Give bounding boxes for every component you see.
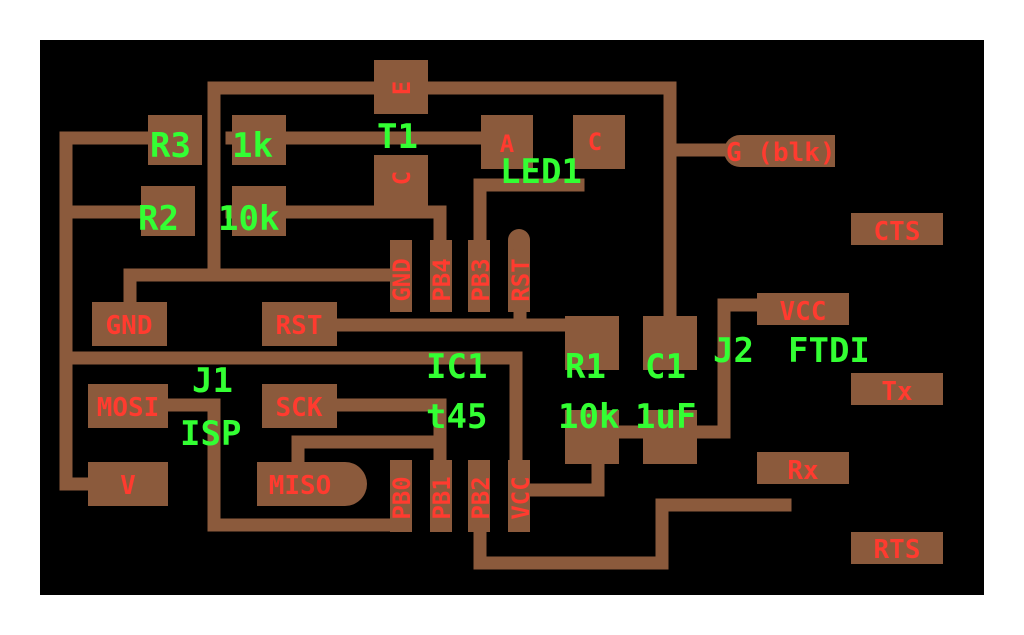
label-ic-pb4: PB4 — [428, 258, 456, 301]
pad-r3-right — [232, 115, 286, 165]
label-ic-pb1: PB1 — [428, 476, 456, 519]
silk-c1-value: 1uF — [635, 397, 696, 437]
pad-tx — [851, 373, 943, 405]
trace-gnd-top — [207, 81, 677, 282]
pad-r1-top — [565, 316, 619, 370]
label-tx: Tx — [881, 377, 912, 407]
pad-t1-c — [374, 155, 428, 209]
pad-r2-right — [232, 186, 286, 236]
label-ic-pb2: PB2 — [467, 476, 495, 519]
silk-j1-type: ISP — [180, 414, 241, 454]
label-rst-header: RST — [276, 311, 323, 341]
pad-rst-header — [262, 302, 337, 346]
pad-ic-pb4 — [430, 240, 452, 312]
label-v: V — [120, 471, 136, 501]
label-led-a: A — [500, 130, 515, 158]
pad-t1-e — [374, 60, 428, 114]
label-t1-e: E — [388, 81, 416, 95]
pad-ic-rst-cap — [508, 229, 530, 251]
pad-ftdi-gnd — [740, 135, 835, 167]
pad-ic-rst — [508, 240, 530, 312]
label-rts: RTS — [874, 535, 921, 565]
pad-ic-pb2 — [468, 460, 490, 532]
pad-v — [88, 462, 168, 506]
pad-labels: GND RST MOSI SCK MISO V G (blk) CTS VCC … — [97, 81, 921, 565]
label-led-c: C — [588, 128, 602, 156]
label-rx: Rx — [787, 456, 818, 486]
pad-c1-bottom — [643, 410, 697, 464]
silk-r2-value: 10k — [218, 199, 279, 239]
pad-led-c — [573, 115, 625, 169]
pad-vcc — [757, 293, 849, 325]
trace-rx — [473, 493, 792, 570]
pad-sck — [262, 384, 337, 428]
label-gnd-header: GND — [106, 311, 153, 341]
pads — [88, 60, 943, 564]
pad-ic-pb0 — [390, 460, 412, 532]
silk-j2: J2 — [713, 331, 754, 371]
silk-labels: R3 1k R2 10k T1 LED1 IC1 t45 J1 ISP R1 1… — [138, 117, 870, 454]
label-ftdi-gnd: G (blk) — [726, 138, 836, 168]
silk-r3-value: 1k — [232, 126, 273, 166]
silk-r2: R2 — [138, 199, 179, 239]
pad-gnd-header — [92, 302, 167, 346]
pad-rts — [851, 532, 943, 564]
label-mosi: MOSI — [97, 393, 160, 423]
silk-r1: R1 — [565, 347, 606, 387]
label-sck: SCK — [276, 393, 323, 423]
silk-j2-type: FTDI — [788, 331, 870, 371]
pad-ic-gnd — [390, 240, 412, 312]
pad-mosi — [88, 384, 168, 428]
silk-r3: R3 — [150, 126, 191, 166]
pad-ic-pb1 — [430, 460, 452, 532]
trace-led-pb3 — [473, 178, 585, 269]
pad-r3-left — [148, 115, 202, 165]
pad-ic-vcc — [508, 460, 530, 532]
silk-led1: LED1 — [500, 152, 582, 192]
label-ic-rst: RST — [507, 258, 535, 301]
pad-rx — [757, 452, 849, 484]
label-vcc: VCC — [780, 297, 827, 327]
label-ic-vcc: VCC — [507, 476, 535, 519]
silk-ic1-part: t45 — [426, 397, 487, 437]
label-miso: MISO — [269, 471, 332, 501]
silk-r1-value: 10k — [558, 397, 619, 437]
label-t1-c: C — [388, 171, 416, 185]
pad-ftdi-gnd-round — [724, 135, 740, 167]
silk-c1: C1 — [645, 347, 686, 387]
pad-ic-pb3 — [468, 240, 490, 312]
pad-r1-bottom — [565, 410, 619, 464]
label-ic-gnd: GND — [388, 258, 416, 301]
pad-led-a — [481, 115, 533, 169]
label-ic-pb0: PB0 — [388, 476, 416, 519]
label-cts: CTS — [874, 217, 921, 247]
pad-r2-left — [141, 186, 195, 236]
pad-miso-round — [323, 462, 367, 506]
trace-left-bus — [59, 351, 523, 507]
silk-t1: T1 — [377, 117, 418, 157]
pad-c1-top — [643, 316, 697, 370]
pad-cts — [851, 213, 943, 245]
silk-j1: J1 — [192, 361, 233, 401]
label-ic-pb3: PB3 — [467, 258, 495, 301]
silk-ic1: IC1 — [426, 347, 487, 387]
